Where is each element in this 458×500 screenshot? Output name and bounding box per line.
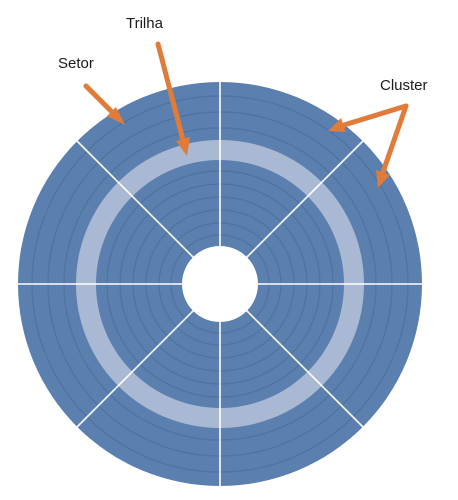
cluster-arrowhead-right [376, 170, 390, 188]
trilha-arrowhead [176, 137, 190, 156]
trilha-label: Trilha [126, 15, 164, 32]
cluster-arrow-left [341, 103, 409, 128]
annotation-arrows [83, 41, 409, 188]
setor-arrow [83, 83, 117, 117]
spindle-hole [182, 246, 258, 322]
cluster-arrow-right [380, 103, 409, 175]
setor-arrowhead [107, 107, 125, 125]
setor-label: Setor [58, 55, 94, 72]
trilha-arrow [155, 41, 186, 143]
cluster-label: Cluster [380, 77, 428, 94]
cluster-arrowhead-left [328, 118, 346, 132]
